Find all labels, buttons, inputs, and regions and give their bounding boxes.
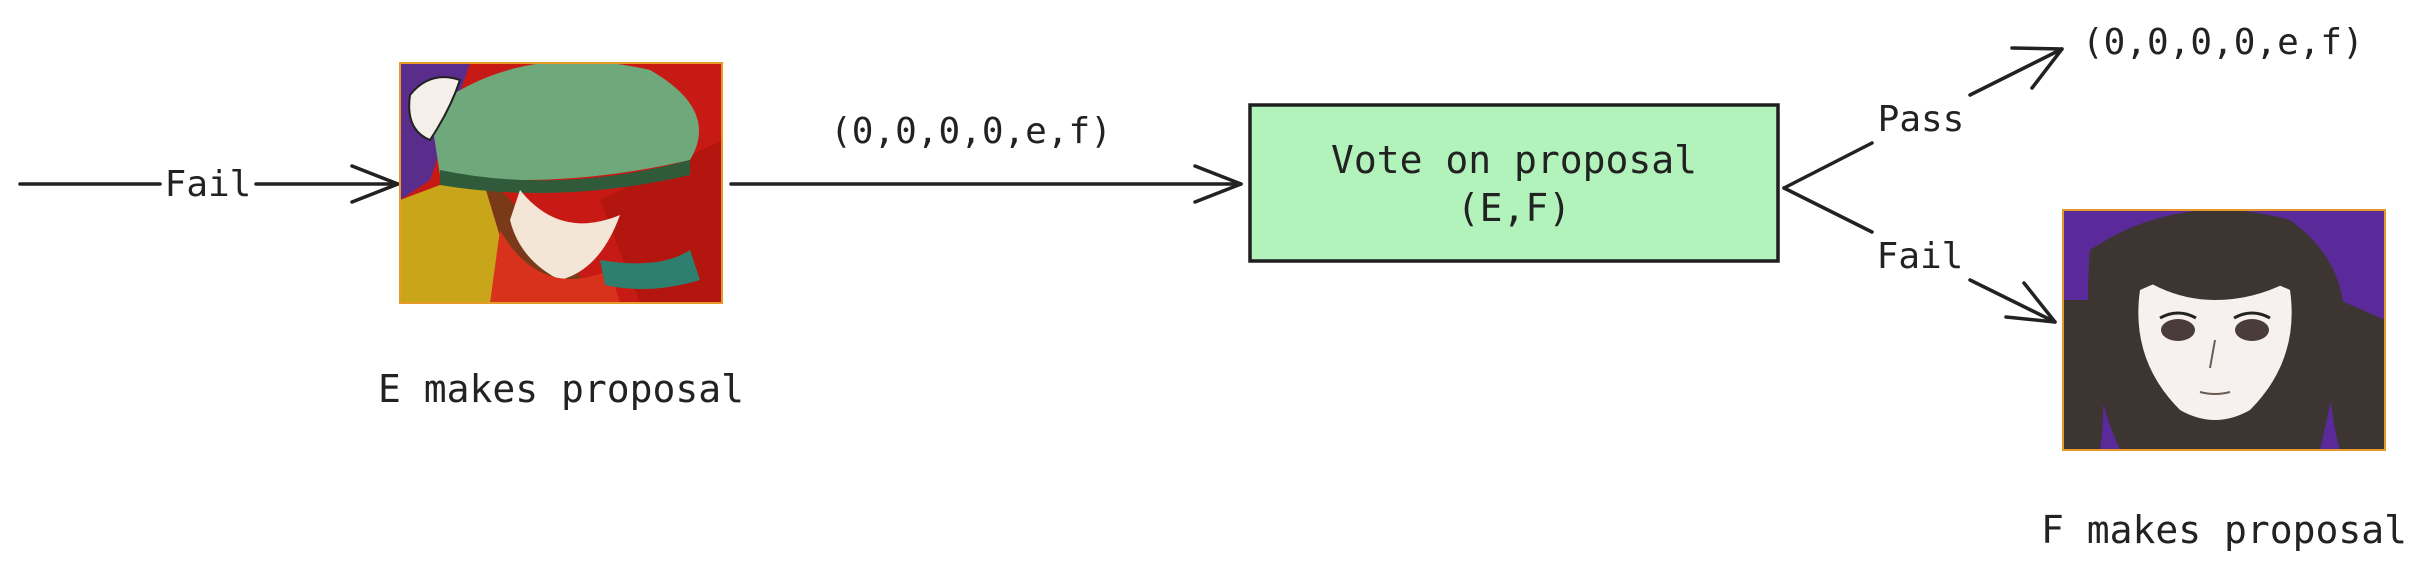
proposal-edge: (0,0,0,0,e,f) <box>729 111 1243 204</box>
pass-edge: Pass (0,0,0,0,e,f) <box>1782 22 2364 190</box>
e-caption: E makes proposal <box>378 367 744 411</box>
fail-edge-label: Fail <box>1877 236 1964 277</box>
e-portrait-image <box>399 62 723 304</box>
incoming-fail-edge: Fail <box>18 164 400 205</box>
pass-outcome-label: (0,0,0,0,e,f) <box>2082 22 2364 63</box>
proposal-edge-label: (0,0,0,0,e,f) <box>830 111 1112 152</box>
f-portrait-image <box>2062 209 2386 451</box>
incoming-fail-label: Fail <box>165 164 252 205</box>
f-caption: F makes proposal <box>2041 508 2407 552</box>
vote-node-line1: Vote on proposal <box>1331 138 1697 182</box>
vote-node-box <box>1248 103 1780 263</box>
pass-edge-label: Pass <box>1878 99 1965 140</box>
vote-node: Vote on proposal (E,F) <box>1248 103 1780 263</box>
fail-edge: Fail <box>1782 186 2057 324</box>
vote-node-line2: (E,F) <box>1457 186 1571 230</box>
